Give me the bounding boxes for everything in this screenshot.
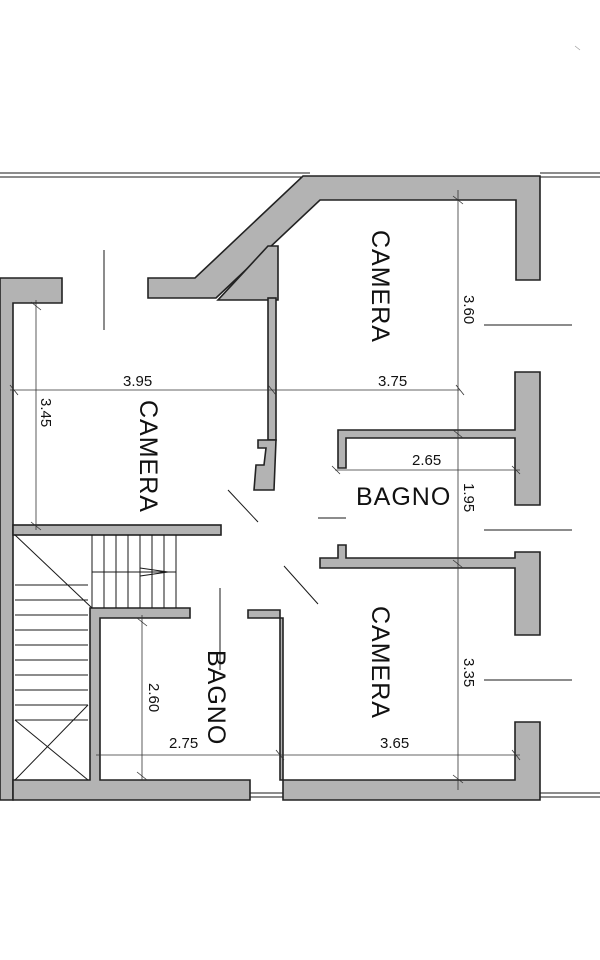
dimension-label-395: 3.95 — [123, 373, 152, 390]
wall-right-bottom — [247, 609, 541, 801]
room-labels: CAMERA CAMERA BAGNO BAGNO CAMERA — [134, 230, 451, 745]
dimension-lines — [9, 190, 521, 790]
stair-arrow-icon — [139, 567, 169, 577]
dimension-label-360: 3.60 — [460, 295, 477, 324]
room-label-camera-left: CAMERA — [134, 400, 162, 513]
openings — [103, 250, 572, 681]
wall-stair-enclosure — [12, 607, 251, 801]
wall-partition-camera — [267, 297, 277, 441]
walls — [0, 175, 541, 801]
wall-corridor-stub — [12, 524, 222, 536]
dimension-label-260: 2.60 — [145, 683, 162, 712]
dimension-label-345: 3.45 — [37, 398, 54, 427]
room-label-bagno-center: BAGNO — [356, 483, 451, 511]
dimension-label-335: 3.35 — [460, 658, 477, 687]
wall-door-hook — [253, 439, 277, 491]
dimension-label-195: 1.95 — [460, 483, 477, 512]
room-label-bagno-lower: BAGNO — [202, 650, 230, 745]
wall-closet-triangle — [216, 245, 279, 301]
wall-right-t-lower — [319, 544, 541, 636]
room-label-camera-bottom-right: CAMERA — [366, 606, 394, 719]
wall-top-slanted — [147, 175, 541, 299]
dimension-label-275: 2.75 — [169, 735, 198, 752]
dimension-label-265: 2.65 — [412, 452, 441, 469]
dimension-labels: 3.95 3.75 3.45 3.60 2.65 1.95 3.35 2.60 … — [37, 295, 477, 752]
room-label-camera-top-right: CAMERA — [366, 230, 394, 343]
wall-left-outer — [0, 277, 63, 801]
dimension-label-375: 3.75 — [378, 373, 407, 390]
dimension-label-365: 3.65 — [380, 735, 409, 752]
stair — [14, 534, 177, 781]
wall-right-t-upper — [337, 371, 541, 506]
